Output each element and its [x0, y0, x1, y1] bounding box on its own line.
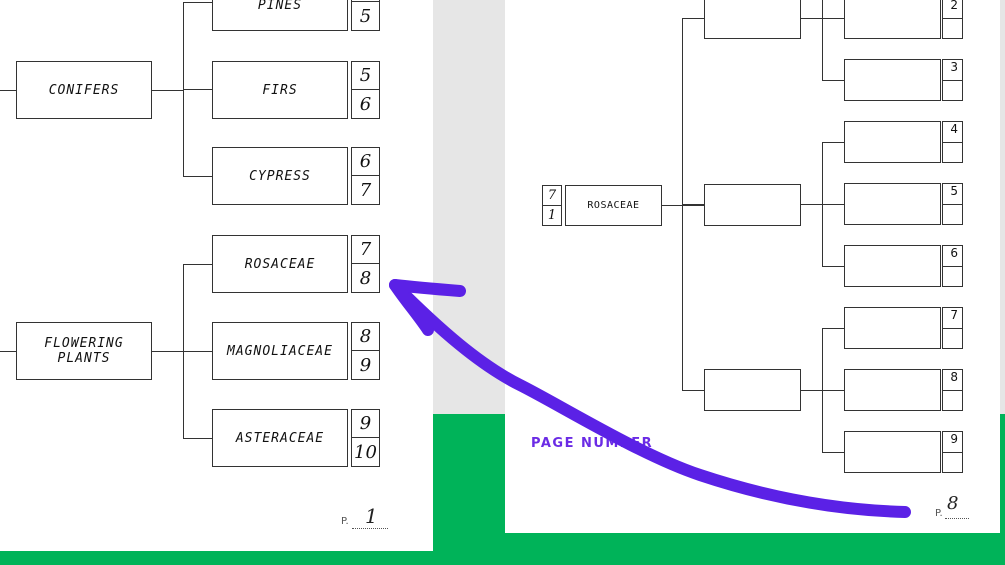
connector-line: [183, 176, 213, 177]
page-number-cell: 7: [942, 307, 963, 329]
child-label: FIRS: [262, 82, 298, 98]
connector-line: [822, 266, 844, 267]
page-number-cell: 8: [351, 322, 380, 351]
blank-box: [704, 369, 801, 411]
blank-box: [844, 0, 941, 39]
page-number-callout: PAGE NUMBER: [531, 436, 654, 451]
group-box-conifers: CONIFERS: [16, 61, 152, 119]
page-number-cell-blank: [942, 142, 963, 163]
child-box-pines: PINES: [212, 0, 348, 31]
connector-line: [151, 351, 183, 352]
page-number-cell: 5: [942, 183, 963, 205]
page-number-cell-blank: [942, 80, 963, 101]
page-number-cell-blank: [942, 390, 963, 411]
blank-box: [844, 59, 941, 101]
blank-box: [704, 0, 801, 39]
page-number-cell: 5: [351, 1, 380, 31]
page-number-cell-blank: [942, 328, 963, 349]
page-number-cell: 2: [942, 0, 963, 19]
child-label: MAGNOLIACEAE: [227, 343, 333, 359]
connector-line: [0, 351, 16, 352]
blank-box: [704, 184, 801, 226]
child-label: PINES: [257, 0, 303, 13]
connector-line: [822, 18, 844, 19]
page-number-cell: 8: [942, 369, 963, 391]
child-box-magnoliaceae: MAGNOLIACEAE: [212, 322, 348, 380]
page-number-cell: 9: [351, 350, 380, 380]
page-number-cell: 7: [351, 175, 380, 205]
page-number-underline: [352, 528, 388, 529]
page-number-cell: 7: [351, 235, 380, 264]
connector-line: [151, 90, 183, 91]
connector-line: [183, 89, 213, 90]
page-number-cell-blank: [942, 266, 963, 287]
connector-line: [800, 204, 822, 205]
page-number-cell: 6: [351, 147, 380, 176]
page-number-prefix: P.: [935, 508, 943, 519]
left-page: CONIFERS FLOWERING PLANTS PINES FIRS CYP…: [0, 0, 433, 551]
root-label: ROSACEAE: [587, 200, 640, 211]
root-box-rosaceae: ROSACEAE: [565, 185, 662, 226]
page-number-cell: 4: [942, 121, 963, 143]
connector-line: [822, 328, 844, 329]
child-box-asteraceae: ASTERACEAE: [212, 409, 348, 467]
page-number-value: 1: [365, 504, 378, 528]
child-label: ROSACEAE: [244, 256, 316, 272]
child-box-firs: FIRS: [212, 61, 348, 119]
page-number-cell: 1: [542, 205, 562, 226]
page-number-prefix: P.: [341, 516, 349, 527]
connector-line: [800, 390, 822, 391]
page-number-cell: 7: [542, 185, 562, 206]
connector-line: [822, 142, 844, 143]
connector-line: [183, 438, 213, 439]
child-box-cypress: CYPRESS: [212, 147, 348, 205]
connector-line: [183, 264, 213, 265]
group-box-flowering-plants: FLOWERING PLANTS: [16, 322, 152, 380]
child-label: CYPRESS: [249, 168, 311, 184]
connector-line: [682, 204, 704, 205]
group-label-line2: PLANTS: [57, 351, 111, 366]
connector-line: [183, 351, 213, 352]
blank-box: [844, 183, 941, 225]
connector-line: [822, 80, 844, 81]
child-box-rosaceae: ROSACEAE: [212, 235, 348, 293]
group-label-line1: FLOWERING: [44, 336, 124, 351]
right-page: 7 1 ROSACEAE 2 3 4 5 6 7 8 9 P. 8: [505, 0, 1000, 533]
connector-line: [682, 390, 704, 391]
connector-line: [822, 0, 823, 80]
page-number-cell: 6: [942, 245, 963, 267]
page-number-cell-blank: [942, 452, 963, 473]
connector-line: [0, 90, 16, 91]
page-number-cell: 10: [351, 437, 380, 467]
connector-line: [682, 18, 704, 19]
blank-box: [844, 431, 941, 473]
page-number-cell: 9: [942, 431, 963, 453]
connector-line: [822, 204, 844, 205]
page-number-cell: 5: [351, 61, 380, 90]
connector-line: [822, 452, 844, 453]
blank-box: [844, 245, 941, 287]
page-number-cell: 9: [351, 409, 380, 438]
page-number-underline: [945, 518, 969, 519]
blank-box: [844, 307, 941, 349]
child-label: ASTERACEAE: [235, 430, 325, 446]
blank-box: [844, 369, 941, 411]
page-number-cell: 6: [351, 89, 380, 119]
page-number-cell: 3: [942, 59, 963, 81]
blank-box: [844, 121, 941, 163]
page-number-cell-blank: [942, 204, 963, 225]
group-label: CONIFERS: [48, 82, 120, 98]
page-number-cell: 8: [351, 263, 380, 293]
connector-line: [800, 18, 822, 19]
connector-line: [822, 390, 844, 391]
connector-line: [183, 2, 213, 3]
page-number-cell-blank: [942, 18, 963, 39]
page-number-value: 8: [947, 493, 959, 514]
